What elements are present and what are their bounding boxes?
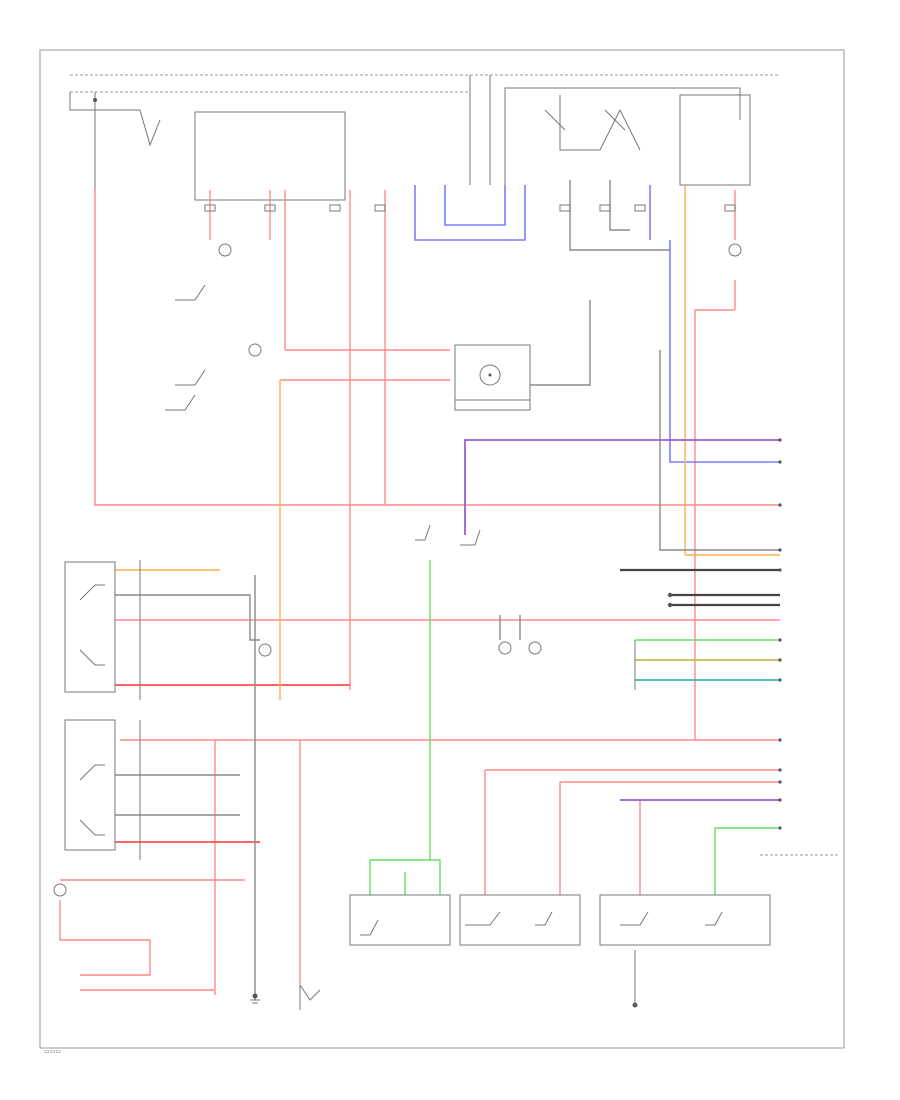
- blue-wires: [414, 185, 780, 463]
- connector-pins-top: [204, 204, 736, 212]
- orange-wires: [115, 185, 780, 700]
- purple-wires: [464, 439, 780, 801]
- ground-symbols: [250, 950, 638, 1008]
- red-wires: [59, 190, 780, 995]
- bottom-switch-group: [299, 894, 771, 1010]
- combination-switch: [454, 344, 531, 411]
- right-connector: [760, 438, 840, 856]
- multi-color-wires: [634, 640, 780, 690]
- right-fuse-block: [544, 94, 751, 186]
- diagram-frame: [39, 49, 845, 1049]
- left-module-bottom: [64, 719, 141, 860]
- lamp-bulbs: [53, 243, 742, 897]
- gray-wires: [115, 180, 780, 1000]
- green-wires: [369, 560, 780, 895]
- dark-wires: [620, 568, 780, 608]
- red-strong-wires: [115, 684, 350, 843]
- switch-symbols: [165, 284, 723, 936]
- top-bus: [69, 74, 780, 185]
- left-module-top: [64, 560, 141, 700]
- footer-tag: ▭▭▭: [44, 1048, 61, 1055]
- left-junction-block: [93, 92, 346, 201]
